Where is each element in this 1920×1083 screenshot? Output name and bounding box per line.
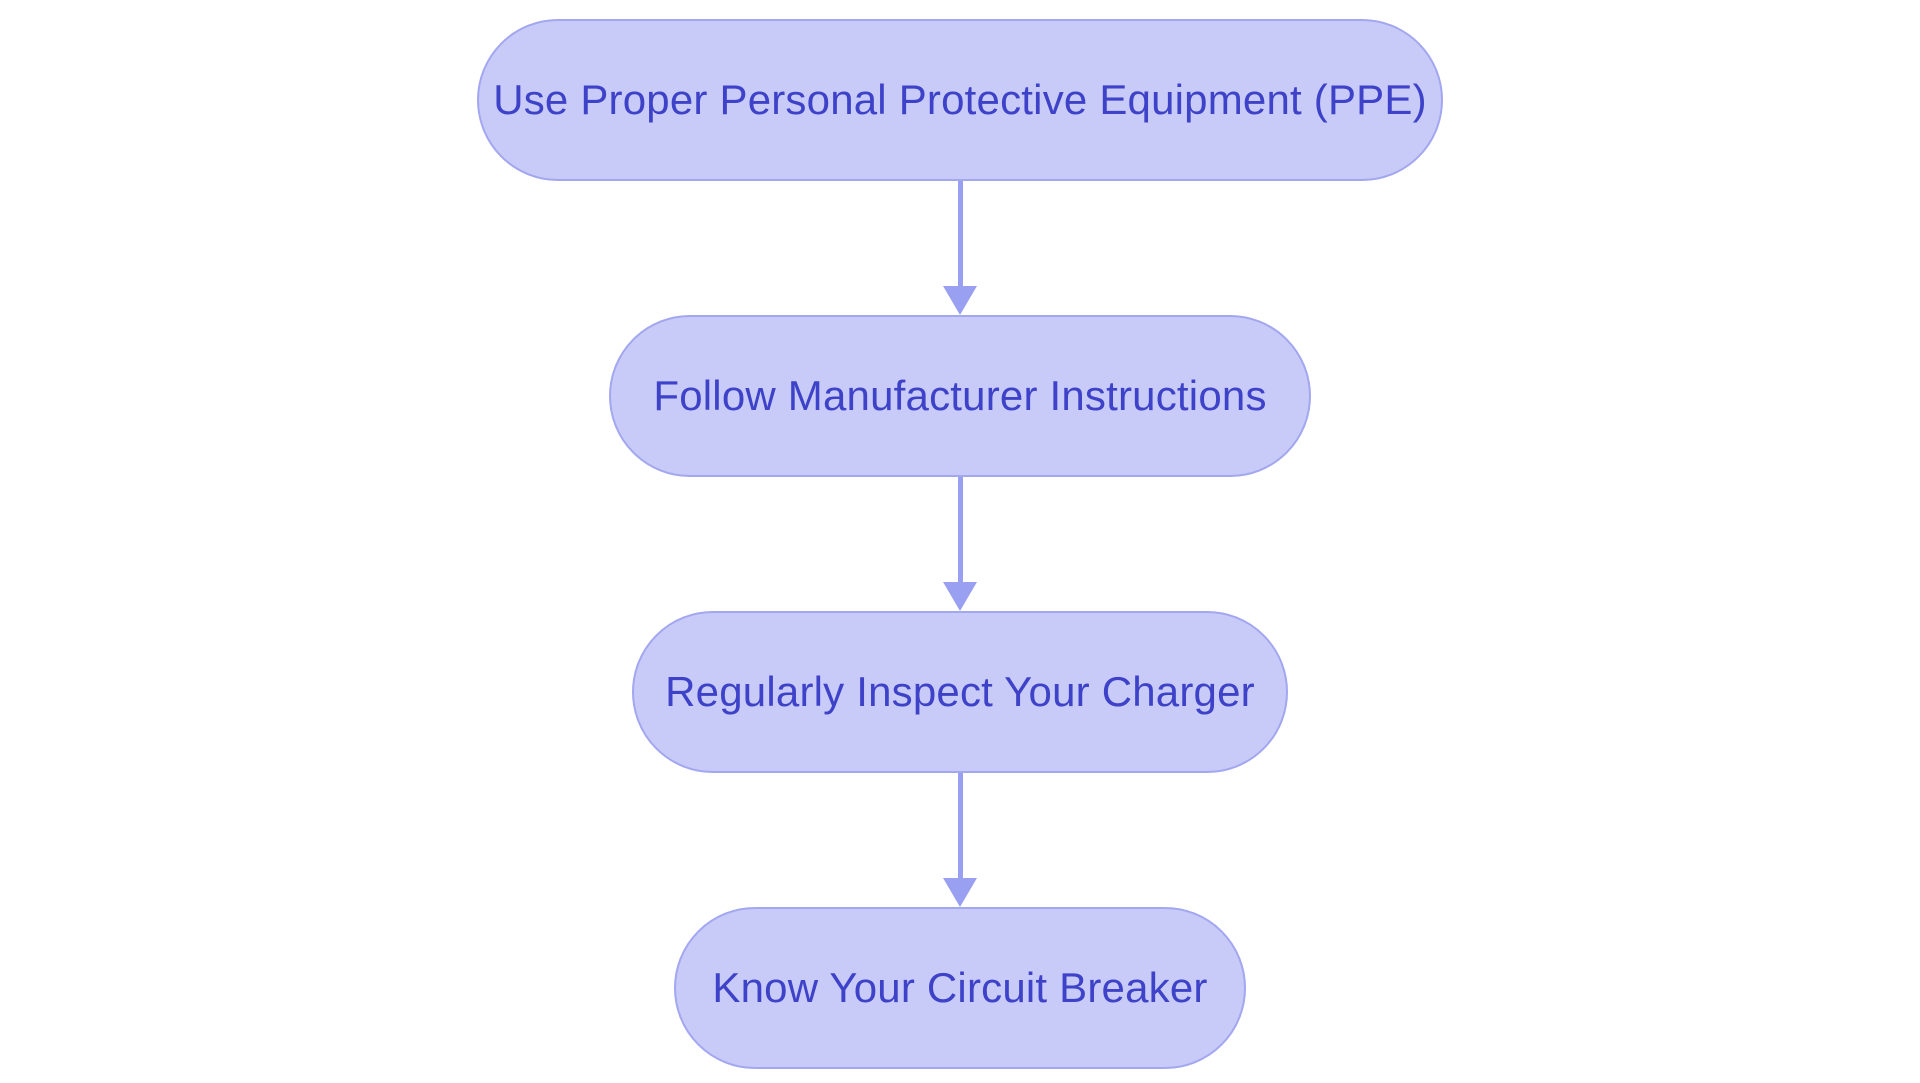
- arrow-shaft: [957, 477, 963, 583]
- flow-node-use-ppe: Use Proper Personal Protective Equipment…: [477, 19, 1443, 181]
- flow-node-follow-instructions: Follow Manufacturer Instructions: [609, 315, 1311, 477]
- arrow-down-icon: [943, 582, 977, 611]
- flow-node-label: Regularly Inspect Your Charger: [665, 668, 1255, 715]
- flow-edge-3-4: [942, 773, 978, 907]
- flow-edge-2-3: [942, 477, 978, 611]
- arrow-shaft: [957, 181, 963, 287]
- arrow-down-icon: [943, 286, 977, 315]
- arrow-shaft: [957, 773, 963, 879]
- flowchart: Use Proper Personal Protective Equipment…: [0, 19, 1920, 1069]
- flow-node-label: Know Your Circuit Breaker: [712, 964, 1208, 1011]
- flow-node-label: Follow Manufacturer Instructions: [653, 372, 1267, 419]
- flow-node-inspect-charger: Regularly Inspect Your Charger: [632, 611, 1288, 773]
- flow-node-label: Use Proper Personal Protective Equipment…: [493, 76, 1427, 123]
- flow-edge-1-2: [942, 181, 978, 315]
- arrow-down-icon: [943, 878, 977, 907]
- flow-node-circuit-breaker: Know Your Circuit Breaker: [674, 907, 1246, 1069]
